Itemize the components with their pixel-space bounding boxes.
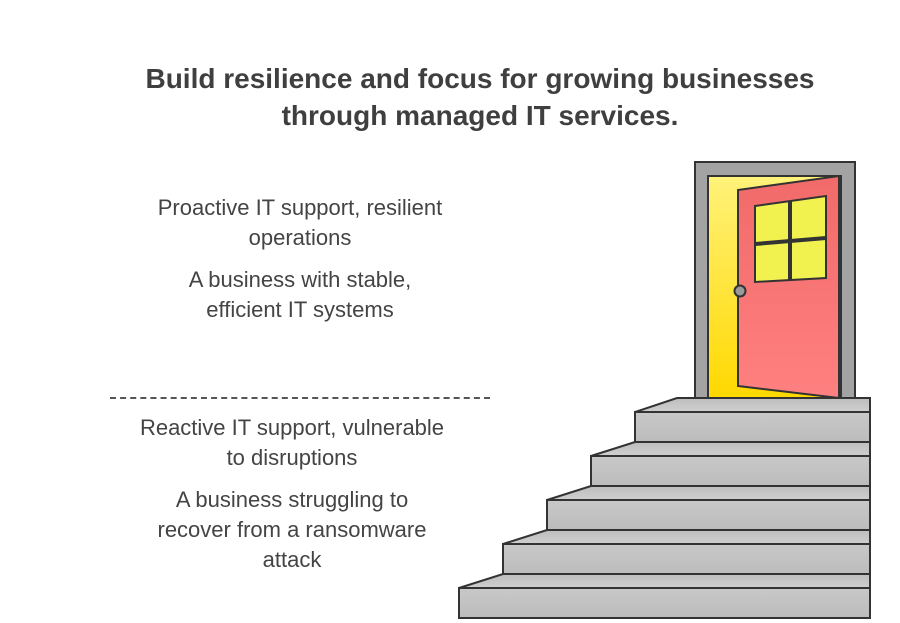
proactive-line-2: operations xyxy=(248,225,352,250)
struggling-line-2: recover from a ransomware xyxy=(157,517,427,542)
stable-line-1: A business with stable, xyxy=(188,267,412,292)
struggling-business-text: A business struggling to recover from a … xyxy=(92,485,492,575)
stable-line-2: efficient IT systems xyxy=(206,297,394,322)
title-line-1: Build resilience and focus for growing b… xyxy=(145,63,815,94)
door-knob-icon xyxy=(733,284,747,298)
staircase xyxy=(458,397,871,619)
struggling-line-1: A business struggling to xyxy=(175,487,409,512)
stable-business-text: A business with stable, efficient IT sys… xyxy=(100,265,500,325)
page-title: Build resilience and focus for growing b… xyxy=(120,60,840,134)
proactive-support-text: Proactive IT support, resilient operatio… xyxy=(100,193,500,253)
reactive-line-1: Reactive IT support, vulnerable xyxy=(139,415,445,440)
open-door xyxy=(733,174,840,400)
reactive-line-2: to disruptions xyxy=(226,445,358,470)
reactive-support-text: Reactive IT support, vulnerable to disru… xyxy=(92,413,492,473)
struggling-line-3: attack xyxy=(262,547,322,572)
proactive-line-1: Proactive IT support, resilient xyxy=(157,195,443,220)
dashed-divider xyxy=(110,397,490,399)
title-line-2: through managed IT services. xyxy=(281,100,679,131)
